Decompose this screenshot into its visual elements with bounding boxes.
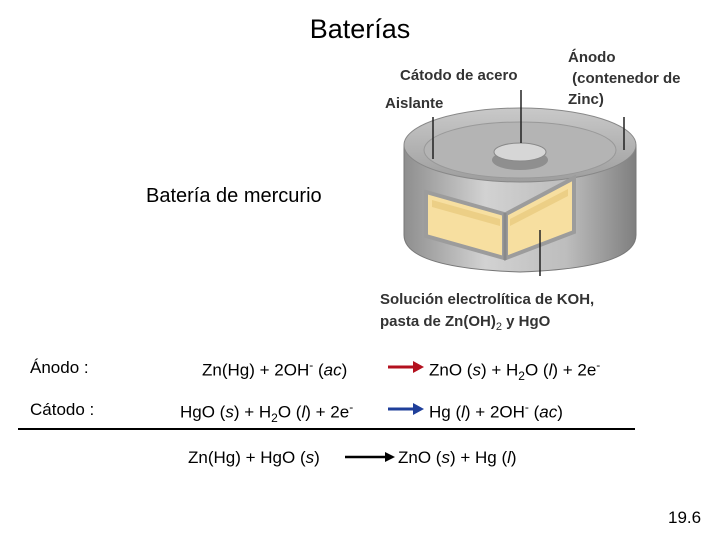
anode-reaction-products: ZnO (s) + H2O (l) + 2e- [429, 358, 601, 384]
battery-label: Batería de mercurio [146, 185, 322, 207]
cathode-reaction-label: Cátodo : [30, 400, 95, 419]
sum-divider-line [18, 428, 635, 430]
anode-reaction-label: Ánodo : [30, 358, 89, 377]
cathode-reaction-products: Hg (l) + 2OH- (ac) [429, 400, 563, 422]
cathode-callout: Cátodo de acero [400, 67, 518, 84]
overall-reaction-products: ZnO (s) + Hg (l) [398, 448, 517, 467]
overall-reaction-reactants: Zn(Hg) + HgO (s) [188, 448, 320, 467]
cathode-reaction-reactants: HgO (s) + H2O (l) + 2e- [180, 400, 354, 426]
page-title: Baterías [309, 14, 411, 44]
anode-reaction-reactants: Zn(Hg) + 2OH- (ac) [202, 358, 348, 380]
page-number: 19.6 [668, 508, 702, 527]
anode-callout: Ánodo (contenedor de Zinc) [568, 49, 681, 108]
cathode-arrow [388, 403, 424, 415]
solution-line-1: Solución electrolítica de KOH, [380, 291, 595, 308]
solution-line-2: pasta de Zn(OH)2 y HgO [380, 313, 551, 333]
solution-callout: Solución electrolítica de KOH, pasta de … [380, 289, 594, 338]
overall-arrow [345, 452, 395, 462]
insulator-callout: Aislante [385, 95, 444, 112]
anode-arrow [388, 361, 424, 373]
cathode-cap [493, 142, 547, 162]
